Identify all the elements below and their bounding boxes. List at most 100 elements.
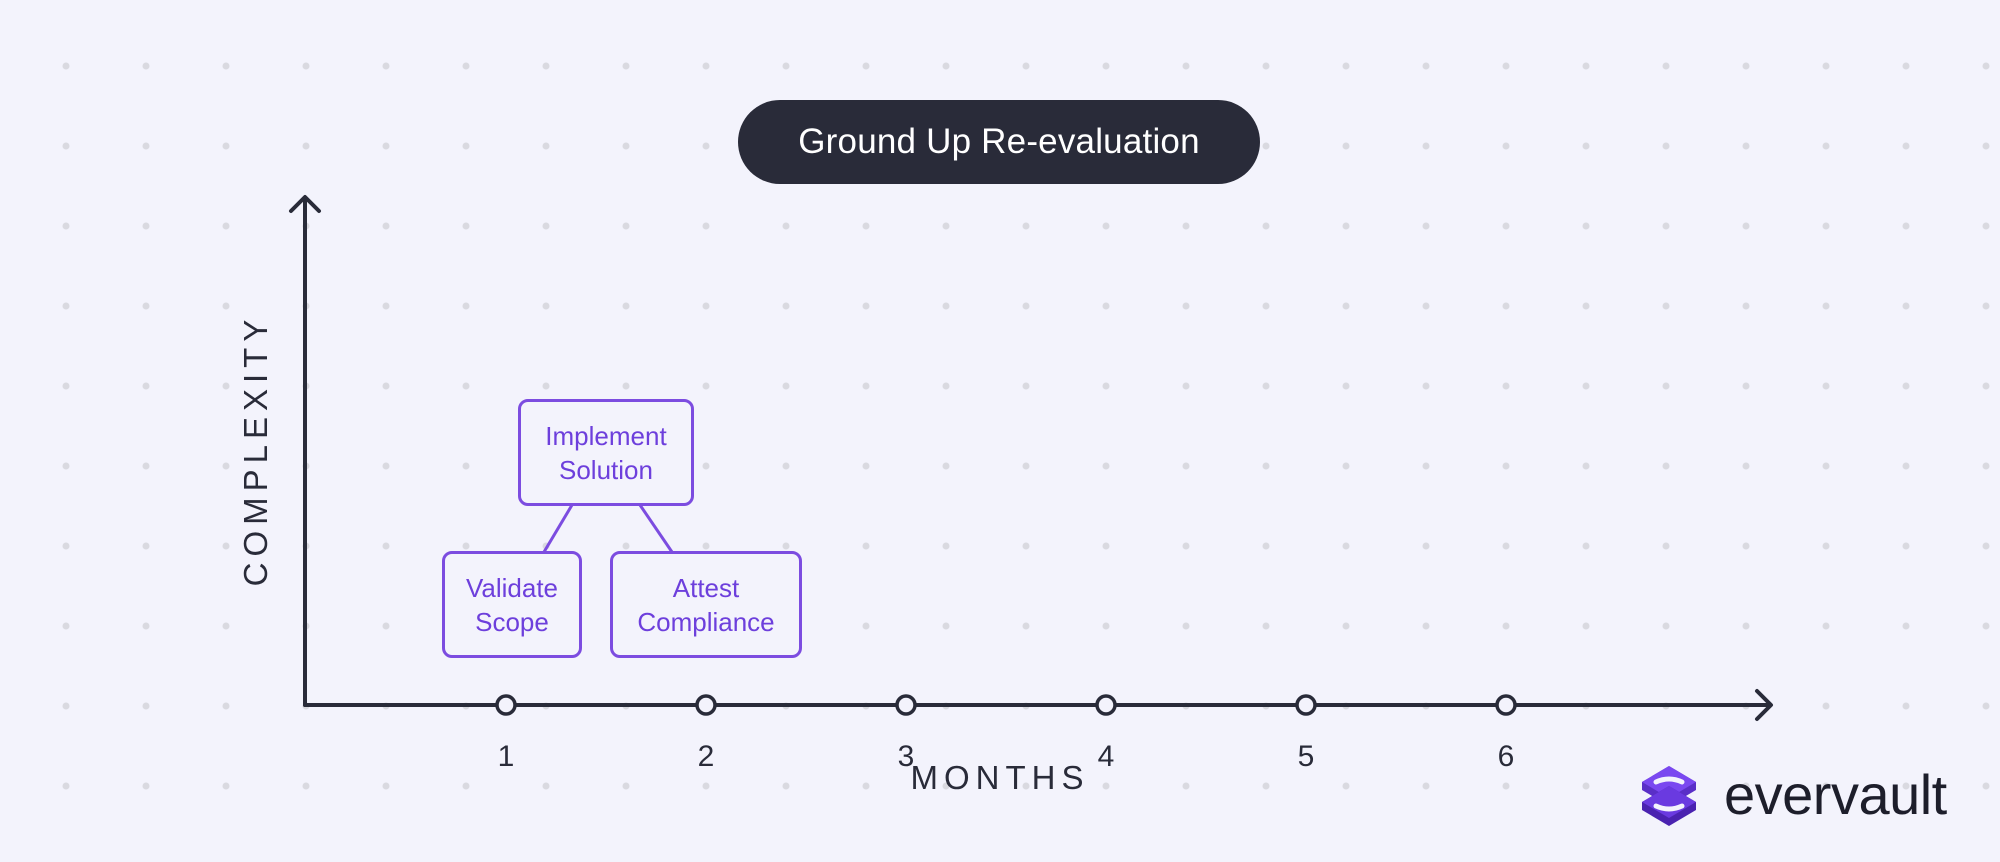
grid-dot	[1342, 782, 1350, 790]
grid-dot	[1342, 622, 1350, 630]
grid-dot	[1822, 622, 1830, 630]
grid-dot	[302, 62, 310, 70]
grid-dot	[1662, 462, 1670, 470]
grid-dot	[862, 382, 870, 390]
grid-dot	[942, 622, 950, 630]
task-implement-line1: Implement	[545, 420, 667, 451]
grid-dot	[1582, 542, 1590, 550]
grid-dot	[1982, 62, 1990, 70]
task-attest-line1: Attest	[672, 572, 740, 603]
grid-dot	[862, 62, 870, 70]
grid-dot	[1102, 222, 1110, 230]
grid-dot	[1982, 622, 1990, 630]
grid-dot	[302, 142, 310, 150]
grid-dot	[1502, 782, 1510, 790]
grid-dot	[142, 542, 150, 550]
grid-dot	[382, 222, 390, 230]
grid-dot	[462, 382, 470, 390]
grid-dot	[1262, 462, 1270, 470]
grid-dot	[1822, 462, 1830, 470]
grid-dot	[142, 622, 150, 630]
grid-dot	[702, 782, 710, 790]
tick-marker-1	[495, 694, 517, 716]
grid-dot	[942, 462, 950, 470]
tick-marker-4	[1095, 694, 1117, 716]
grid-dot	[1742, 222, 1750, 230]
grid-dot	[1662, 62, 1670, 70]
grid-dot	[62, 462, 70, 470]
task-attest-compliance: Attest Compliance	[610, 551, 802, 658]
grid-dot	[142, 702, 150, 710]
grid-dot	[782, 62, 790, 70]
brand-logo: evervault	[1636, 760, 1947, 830]
grid-dot	[1742, 302, 1750, 310]
grid-dot	[1262, 622, 1270, 630]
grid-dot	[142, 62, 150, 70]
grid-dot	[862, 622, 870, 630]
grid-dot	[1342, 462, 1350, 470]
grid-dot	[702, 542, 710, 550]
grid-dot	[1022, 462, 1030, 470]
grid-dot	[1022, 222, 1030, 230]
grid-dot	[1422, 382, 1430, 390]
grid-dot	[382, 142, 390, 150]
grid-dot	[1262, 222, 1270, 230]
grid-dot	[1582, 142, 1590, 150]
grid-dot	[222, 622, 230, 630]
tick-label-6: 6	[1497, 740, 1515, 773]
grid-dot	[62, 222, 70, 230]
y-axis-arrow	[289, 195, 321, 213]
tick-label-4: 4	[1097, 740, 1115, 773]
grid-dot	[782, 382, 790, 390]
grid-dot	[1582, 782, 1590, 790]
grid-dot	[1102, 462, 1110, 470]
grid-dot	[622, 142, 630, 150]
grid-dot	[222, 782, 230, 790]
grid-dot	[142, 142, 150, 150]
grid-dot	[462, 542, 470, 550]
grid-dot	[142, 782, 150, 790]
grid-dot	[382, 302, 390, 310]
grid-dot	[1502, 462, 1510, 470]
tick-label-3: 3	[897, 740, 915, 773]
grid-dot	[862, 462, 870, 470]
grid-dot	[462, 782, 470, 790]
grid-dot	[1742, 622, 1750, 630]
grid-dot	[1662, 142, 1670, 150]
x-axis-arrow	[1755, 689, 1773, 721]
grid-dot	[1022, 62, 1030, 70]
grid-dot	[1902, 382, 1910, 390]
grid-dot	[1102, 622, 1110, 630]
grid-dot	[1182, 462, 1190, 470]
grid-dot	[1902, 542, 1910, 550]
grid-dot	[1502, 622, 1510, 630]
grid-dot	[222, 542, 230, 550]
tick-label-2: 2	[697, 740, 715, 773]
grid-dot	[862, 542, 870, 550]
grid-dot	[1502, 542, 1510, 550]
connector-validate	[542, 504, 574, 553]
grid-dot	[142, 382, 150, 390]
grid-dot	[782, 222, 790, 230]
grid-dot	[1262, 142, 1270, 150]
grid-dot	[1342, 142, 1350, 150]
tick-marker-3	[895, 694, 917, 716]
grid-dot	[382, 542, 390, 550]
grid-dot	[1022, 622, 1030, 630]
evervault-logo-icon	[1642, 766, 1696, 826]
grid-dot	[1102, 302, 1110, 310]
grid-dot	[1582, 222, 1590, 230]
grid-dot	[622, 222, 630, 230]
grid-dot	[1902, 222, 1910, 230]
grid-dot	[1902, 702, 1910, 710]
grid-dot	[1742, 62, 1750, 70]
tick-label-1: 1	[497, 740, 515, 773]
grid-dot	[1822, 542, 1830, 550]
tick-label-5: 5	[1297, 740, 1315, 773]
grid-dot	[1982, 302, 1990, 310]
grid-dot	[1182, 302, 1190, 310]
grid-dot	[1742, 462, 1750, 470]
grid-dot	[542, 142, 550, 150]
grid-dot	[1422, 622, 1430, 630]
grid-dot	[622, 62, 630, 70]
